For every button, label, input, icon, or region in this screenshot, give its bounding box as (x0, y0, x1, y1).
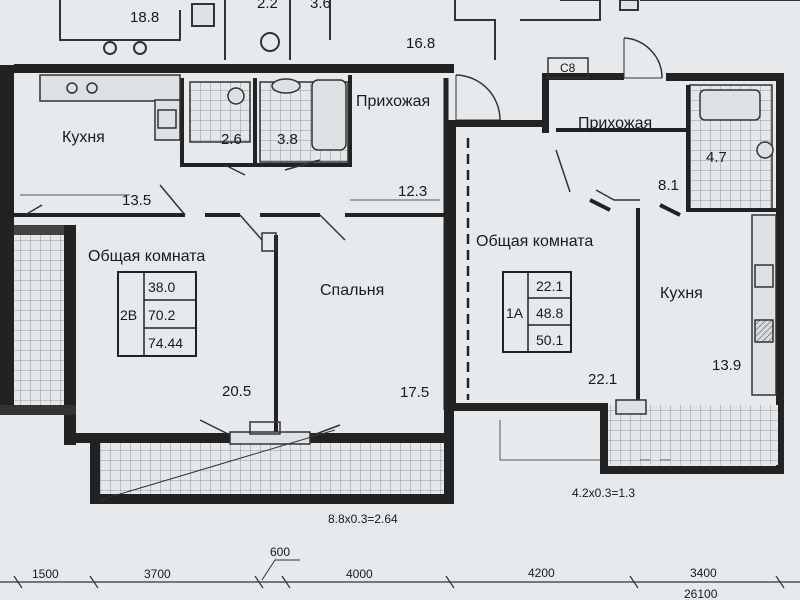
left-bath-area: 2.6 (221, 131, 242, 148)
left-apartment (0, 64, 501, 504)
dimension-line: 1500 3700 600 4000 4200 3400 26100 (0, 545, 800, 600)
upper-area-d: 16.8 (406, 35, 435, 52)
left-kitchen-fixtures (39, 74, 181, 141)
right-table-row-1: 22.1 (536, 278, 563, 294)
left-living-area: 20.5 (222, 383, 251, 400)
left-wc-area: 3.8 (277, 131, 298, 148)
upper-area-a: 18.8 (130, 9, 159, 26)
dim-600: 600 (270, 545, 290, 559)
left-area-table: 2В 38.0 70.2 74.44 (117, 271, 197, 357)
right-bath-fixtures (689, 84, 774, 211)
dim-4200: 4200 (528, 566, 555, 580)
upper-apartments (59, 0, 800, 60)
shaft-label: С8 (560, 61, 576, 75)
right-table-row-3: 50.1 (536, 332, 563, 348)
upper-area-c: 3.6 (310, 0, 331, 12)
left-balcony (92, 440, 446, 498)
left-loggia (14, 235, 64, 410)
shaft-box: С8 (547, 57, 589, 79)
right-area-table: 1А 22.1 48.8 50.1 (502, 271, 572, 353)
right-apartment-type: 1А (506, 305, 524, 321)
right-kitchen-name: Кухня (660, 285, 703, 302)
dim-total: 26100 (684, 587, 718, 600)
right-balcony-note: 4.2x0.3=1.3 (572, 486, 635, 500)
left-apartment-type: 2В (120, 307, 137, 323)
right-living-area: 22.1 (588, 371, 617, 388)
right-hall-area: 8.1 (658, 177, 679, 194)
right-kitchen-fixtures (751, 214, 777, 396)
labels: 18.8 2.2 3.6 16.8 Кухня 13.5 Прихожая 2.… (62, 0, 741, 526)
left-living-name: Общая комната (88, 248, 205, 265)
upper-area-b: 2.2 (257, 0, 278, 12)
dim-3700: 3700 (144, 567, 171, 581)
right-hall-name: Прихожая (578, 115, 652, 132)
left-table-row-1: 38.0 (148, 279, 175, 295)
left-hall-area: 12.3 (398, 183, 427, 200)
left-kitchen-area: 13.5 (122, 192, 151, 209)
left-bedroom-name: Спальня (320, 282, 384, 299)
dim-4000: 4000 (346, 567, 373, 581)
dim-3400: 3400 (690, 566, 717, 580)
right-table-row-2: 48.8 (536, 305, 563, 321)
right-living-name: Общая комната (476, 233, 593, 250)
right-kitchen-area: 13.9 (712, 357, 741, 374)
right-balcony (608, 405, 778, 465)
right-apartment: С8 (448, 37, 784, 474)
left-table-row-3: 74.44 (148, 335, 183, 351)
right-bath-area: 4.7 (706, 149, 727, 166)
left-table-row-2: 70.2 (148, 307, 175, 323)
left-bedroom-area: 17.5 (400, 384, 429, 401)
left-kitchen-name: Кухня (62, 129, 105, 146)
left-hall-name: Прихожая (356, 93, 430, 110)
left-bath-fixtures (189, 78, 349, 163)
left-balcony-note: 8.8x0.3=2.64 (328, 512, 398, 526)
dim-1500: 1500 (32, 567, 59, 581)
